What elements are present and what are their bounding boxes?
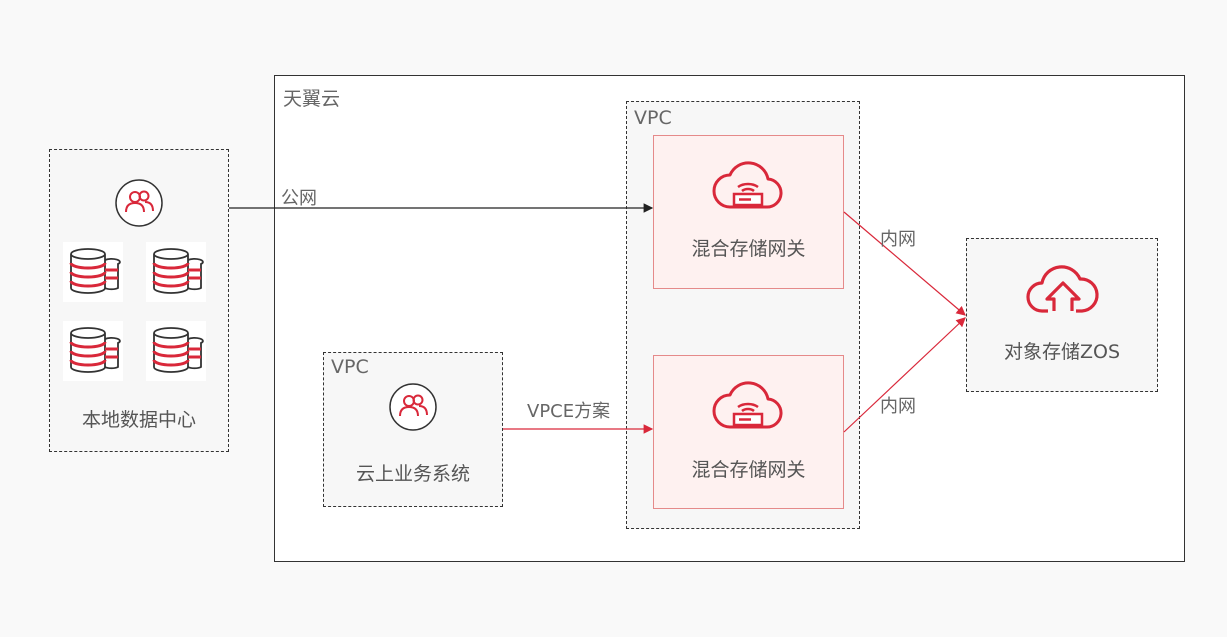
hybrid-storage-gateway-top	[653, 135, 844, 289]
database-icon	[146, 242, 206, 302]
intranet-top-label: 内网	[880, 229, 916, 250]
hybrid-storage-gateway-top-label: 混合存储网关	[691, 238, 806, 260]
intranet-top-arrow	[843, 211, 966, 316]
vpc-business-label: VPC	[331, 356, 369, 378]
cloud-label: 天翼云	[283, 88, 341, 110]
intranet-bottom-label: 内网	[880, 396, 916, 417]
users-icon	[389, 383, 437, 431]
database-icon	[63, 321, 123, 381]
hybrid-storage-gateway-bottom	[653, 355, 844, 509]
cloud-gateway-icon	[712, 161, 783, 209]
database-icon	[63, 242, 123, 302]
intranet-bottom-arrow	[843, 317, 966, 433]
vpce-label: VPCE方案	[527, 401, 611, 422]
hybrid-storage-gateway-bottom-label: 混合存储网关	[691, 459, 806, 481]
vpc-gateway-label: VPC	[634, 107, 672, 129]
cloud-gateway-icon	[712, 381, 783, 429]
users-icon	[115, 179, 163, 227]
object-storage-zos-box	[966, 238, 1158, 392]
cloud-upload-icon	[1026, 265, 1099, 313]
database-icon	[146, 321, 206, 381]
local-datacenter-label: 本地数据中心	[81, 409, 196, 431]
object-storage-zos-label: 对象存储ZOS	[1003, 341, 1121, 363]
cloud-business-system-label: 云上业务系统	[355, 463, 470, 485]
public-network-label: 公网	[281, 188, 317, 209]
